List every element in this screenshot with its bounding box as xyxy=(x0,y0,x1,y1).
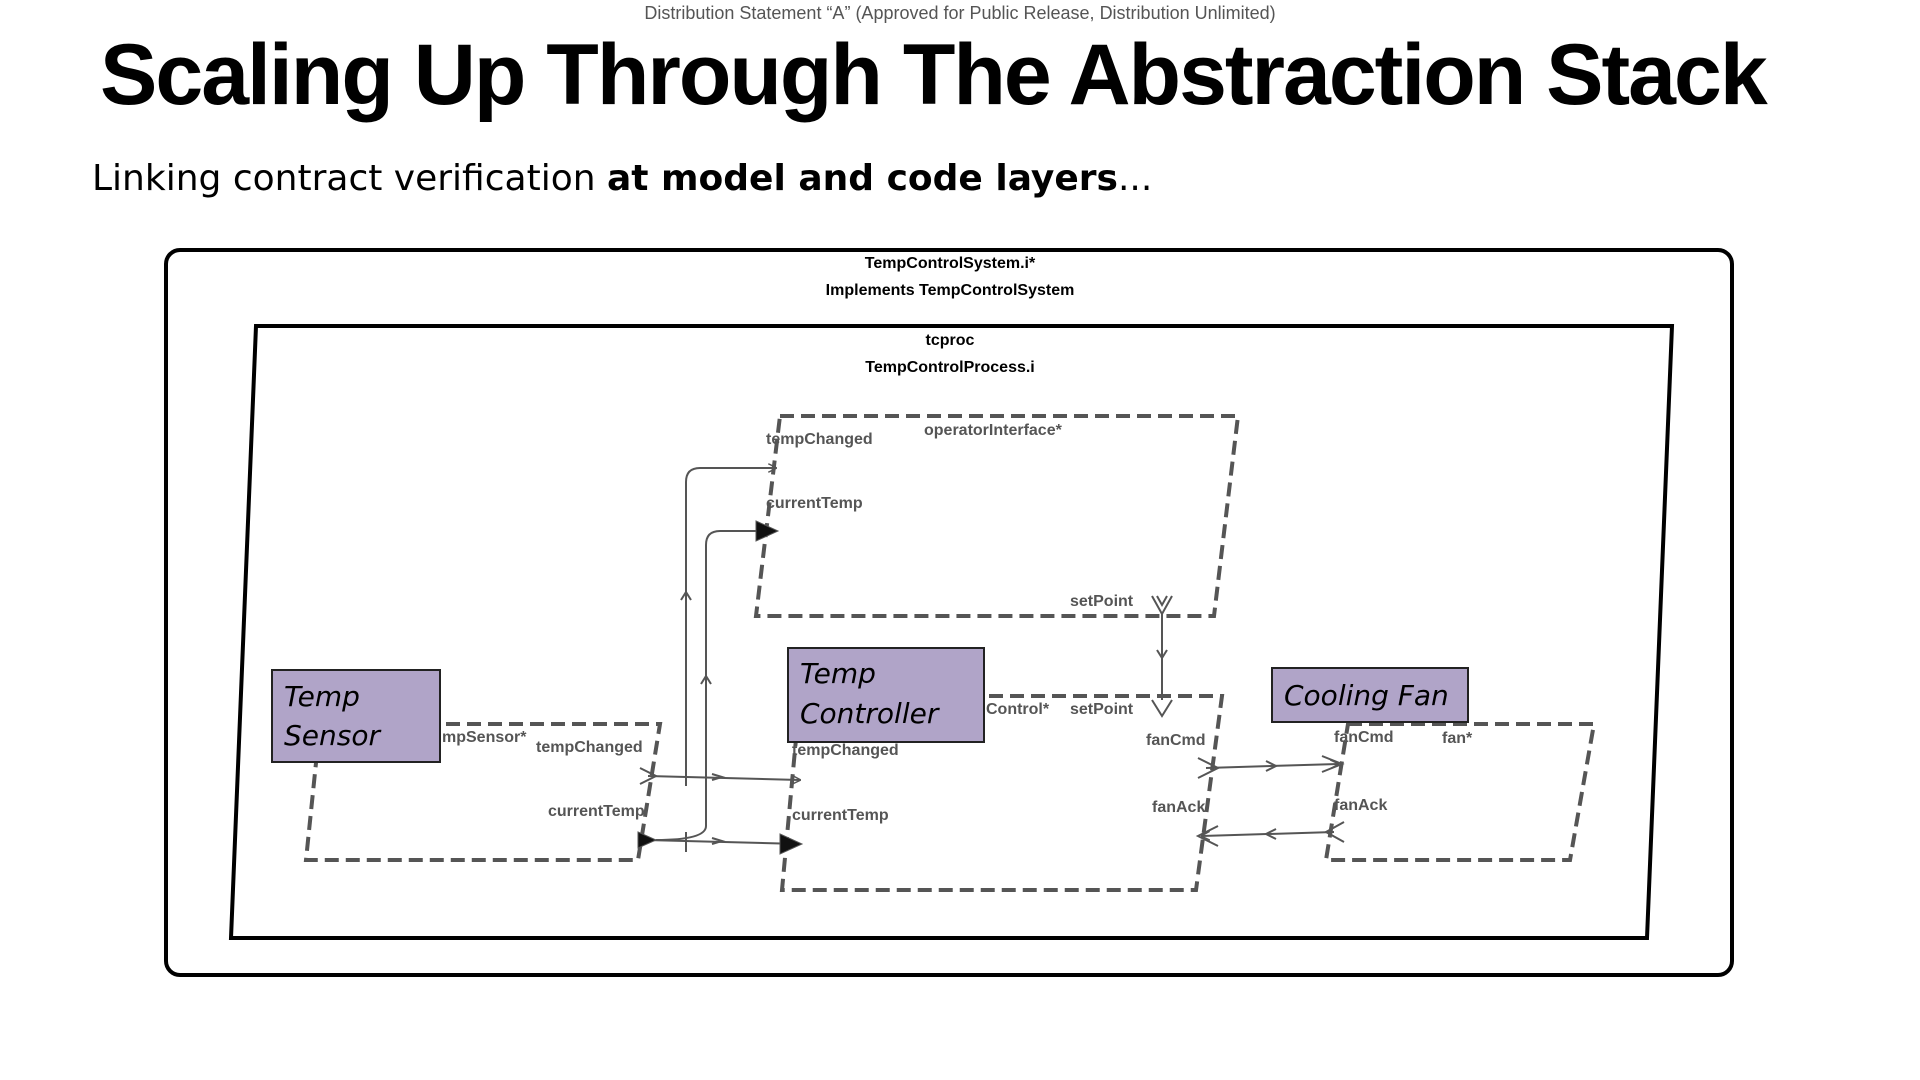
ts-port-current-temp: currentTemp xyxy=(548,803,645,820)
system-implements: Implements TempControlSystem xyxy=(826,282,1075,299)
temp-controller-box-line1: Temp xyxy=(800,657,876,690)
distribution-statement: Distribution Statement “A” (Approved for… xyxy=(644,3,1276,23)
temp-controller-box-line2: Controller xyxy=(800,697,940,730)
operator-interface-frame xyxy=(753,414,1241,618)
fan-ack-target-port-icon xyxy=(1195,825,1219,847)
cf-port-fan-ack: fanAck xyxy=(1334,797,1387,814)
subtitle-prefix: Linking contract verification xyxy=(92,158,607,199)
temp-sensor-box: Temp Sensor xyxy=(271,669,441,763)
connector-current-temp-mid-arrow xyxy=(711,837,726,845)
fan-ack-source-port-icon xyxy=(1323,821,1345,843)
cooling-fan-name: fan* xyxy=(1442,730,1473,747)
temp-sensor-box-line1: Temp xyxy=(284,680,360,713)
temp-sensor-box-line2: Sensor xyxy=(284,719,381,752)
process-name: tcproc xyxy=(926,332,975,349)
cf-port-fan-cmd: fanCmd xyxy=(1334,729,1394,746)
oi-port-temp-changed: tempChanged xyxy=(766,431,873,448)
subtitle: Linking contract verification at model a… xyxy=(92,158,1152,199)
temp-controller-name: Control* xyxy=(986,701,1050,718)
fan-cmd-target-port-icon xyxy=(1321,755,1345,773)
page-title: Scaling Up Through The Abstraction Stack xyxy=(100,27,1768,123)
connector-fan-cmd xyxy=(1205,764,1338,769)
current-temp-controller-arrowhead xyxy=(779,833,804,855)
tc-port-temp-changed: tempChanged xyxy=(792,742,899,759)
connector-current-temp-controller xyxy=(645,839,801,845)
ts-current-temp-port-icon xyxy=(637,831,658,849)
current-temp-operator-arrowhead xyxy=(755,520,780,542)
cooling-fan-box-label: Cooling Fan xyxy=(1284,679,1449,712)
tc-port-fan-cmd: fanCmd xyxy=(1146,732,1206,749)
connector-temp-changed-mid-arrow xyxy=(711,773,726,781)
fan-cmd-mid-arrow xyxy=(1265,760,1279,772)
fan-ack-mid-arrow xyxy=(1263,828,1277,840)
oi-port-current-temp: currentTemp xyxy=(766,495,863,512)
temp-controller-box: Temp Controller xyxy=(787,647,985,743)
tc-port-fan-ack: fanAck xyxy=(1152,799,1205,816)
fan-cmd-source-port-icon xyxy=(1197,757,1221,779)
operator-interface-name: operatorInterface* xyxy=(924,422,1063,439)
oi-port-set-point: setPoint xyxy=(1070,593,1134,610)
connector-temp-changed-operator xyxy=(685,468,776,776)
connector-set-point-mid-arrow xyxy=(1156,649,1168,660)
temp-controller-frame xyxy=(779,694,1225,892)
temp-sensor-name: mpSensor* xyxy=(442,729,527,746)
tc-port-current-temp: currentTemp xyxy=(792,807,889,824)
cooling-fan-frame xyxy=(1323,722,1597,862)
connector-up-arrow-1 xyxy=(680,590,692,601)
connector-current-temp-operator xyxy=(655,530,760,841)
connector-temp-changed-controller xyxy=(647,775,800,780)
tc-port-set-point: setPoint xyxy=(1070,701,1134,718)
oi-set-point-port-icon-inner xyxy=(1156,595,1168,608)
system-name: TempControlSystem.i* xyxy=(865,255,1036,272)
ts-temp-changed-port-icon xyxy=(639,767,659,785)
connector-up-arrow-2 xyxy=(700,674,712,685)
tc-set-point-port-icon xyxy=(1151,699,1173,718)
cooling-fan-box: Cooling Fan xyxy=(1271,667,1469,723)
subtitle-bold: at model and code layers xyxy=(607,158,1118,199)
subtitle-suffix: ... xyxy=(1117,158,1153,199)
ts-port-temp-changed: tempChanged xyxy=(536,739,643,756)
process-type: TempControlProcess.i xyxy=(865,359,1035,376)
